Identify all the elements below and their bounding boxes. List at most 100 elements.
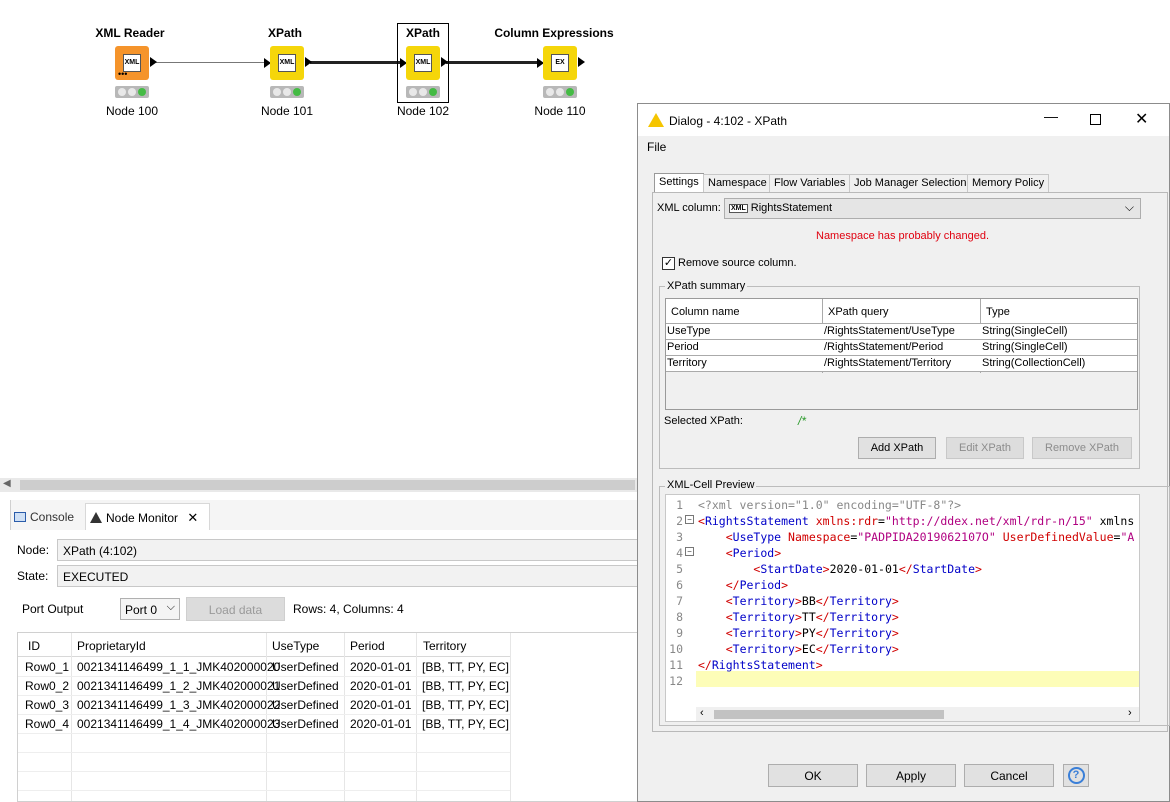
scroll-right-icon[interactable]: › bbox=[1128, 707, 1132, 719]
node-101-in-port[interactable] bbox=[264, 58, 271, 68]
code-line: 6 </Period> bbox=[666, 577, 1139, 593]
fold-icon[interactable]: − bbox=[685, 547, 694, 556]
close-icon[interactable]: ✕ bbox=[1135, 111, 1149, 128]
cell-id: Row0_4 bbox=[25, 717, 70, 731]
code-line: 4 <Period> bbox=[666, 545, 1139, 561]
canvas-scrollbar-thumb[interactable] bbox=[20, 480, 635, 490]
state-field-value: EXECUTED bbox=[63, 570, 129, 584]
node-102-label: Node 102 bbox=[396, 104, 450, 118]
edit-xpath-button[interactable]: Edit XPath bbox=[946, 437, 1024, 459]
preview-scrollbar[interactable]: ‹ › bbox=[696, 707, 1139, 721]
apply-button[interactable]: Apply bbox=[866, 764, 956, 787]
ok-button[interactable]: OK bbox=[768, 764, 858, 787]
code-line: 12 bbox=[666, 673, 1139, 689]
node-100-title: XML Reader bbox=[95, 26, 165, 40]
node-100-out-port[interactable] bbox=[150, 57, 157, 67]
col-header-proprietaryid[interactable]: ProprietaryId bbox=[77, 639, 146, 653]
node-102[interactable]: XML bbox=[406, 46, 440, 80]
connection-100-101 bbox=[156, 62, 266, 63]
remove-xpath-button[interactable]: Remove XPath bbox=[1032, 437, 1132, 459]
tab-namespace[interactable]: Namespace bbox=[703, 174, 772, 192]
col-header-territory[interactable]: Territory bbox=[423, 639, 467, 653]
cell-usetype: UserDefined bbox=[272, 660, 339, 674]
col-divider bbox=[266, 633, 267, 801]
tab-flow-variables[interactable]: Flow Variables bbox=[769, 174, 851, 192]
connection-101-102 bbox=[310, 61, 402, 64]
cell-proprietaryid: 0021341146499_1_3_JMK402000022 bbox=[77, 698, 281, 712]
scroll-left-icon[interactable]: ‹ bbox=[700, 707, 704, 719]
table-row[interactable]: Row0_4 0021341146499_1_4_JMK402000023 Us… bbox=[18, 715, 510, 734]
node-101-title: XPath bbox=[267, 26, 302, 40]
summary-col-header-xpath-query[interactable]: XPath query bbox=[828, 306, 889, 318]
cell-period: 2020-01-01 bbox=[350, 717, 412, 731]
table-row bbox=[18, 772, 510, 791]
node-101-label: Node 101 bbox=[260, 104, 314, 118]
remove-source-checkbox[interactable]: ✓ bbox=[662, 257, 675, 270]
load-data-button[interactable]: Load data bbox=[186, 597, 285, 621]
summary-col-header-column-name[interactable]: Column name bbox=[671, 306, 740, 318]
line-number: 5 bbox=[676, 562, 683, 576]
minimize-icon[interactable]: — bbox=[1044, 108, 1058, 124]
col-divider bbox=[416, 633, 417, 801]
code-line: 7 <Territory>BB</Territory> bbox=[666, 593, 1139, 609]
canvas-scrollbar[interactable]: ◀ bbox=[0, 478, 640, 492]
tab-memory-policy[interactable]: Memory Policy bbox=[967, 174, 1050, 192]
port-select[interactable]: Port 0 ⌵ bbox=[120, 598, 180, 620]
xpath-dialog: Dialog - 4:102 - XPath — ✕ File Settings… bbox=[637, 103, 1170, 802]
node-monitor-icon bbox=[90, 512, 102, 523]
fold-icon[interactable]: − bbox=[685, 515, 694, 524]
node-102-out-port[interactable] bbox=[441, 57, 448, 67]
state-field-label: State: bbox=[17, 569, 49, 583]
code-line: 8 <Territory>TT</Territory> bbox=[666, 609, 1139, 625]
maximize-icon[interactable] bbox=[1090, 114, 1101, 125]
node-100[interactable]: XML ••• bbox=[115, 46, 149, 80]
remove-source-label[interactable]: Remove source column. bbox=[678, 257, 797, 269]
scroll-left-icon[interactable]: ◀ bbox=[3, 478, 11, 489]
summary-col-header-type[interactable]: Type bbox=[986, 306, 1010, 318]
cancel-button[interactable]: Cancel bbox=[964, 764, 1054, 787]
close-icon[interactable]: ✕ bbox=[187, 510, 199, 525]
node-101-out-port[interactable] bbox=[305, 57, 312, 67]
line-number: 9 bbox=[676, 626, 683, 640]
tab-job-manager-selection[interactable]: Job Manager Selection bbox=[849, 174, 972, 192]
node-110-in-port[interactable] bbox=[537, 58, 544, 68]
table-row[interactable]: Row0_1 0021341146499_1_1_JMK402000020 Us… bbox=[18, 658, 510, 677]
menu-file[interactable]: File bbox=[647, 140, 667, 154]
summary-cell-xpath-query: /RightsStatement/Period bbox=[824, 341, 944, 353]
xpath-summary-table[interactable]: Column name XPath query Type UseType /Ri… bbox=[665, 298, 1138, 410]
tab-settings[interactable]: Settings bbox=[654, 173, 704, 193]
col-header-id[interactable]: ID bbox=[28, 639, 40, 653]
line-number: 7 bbox=[676, 594, 683, 608]
summary-cell-column-name: UseType bbox=[667, 325, 711, 337]
data-table[interactable]: ID ProprietaryId UseType Period Territor… bbox=[17, 632, 640, 802]
node-101[interactable]: XML bbox=[270, 46, 304, 80]
cell-proprietaryid: 0021341146499_1_2_JMK402000021 bbox=[77, 679, 281, 693]
cell-id: Row0_1 bbox=[25, 660, 70, 674]
table-row[interactable]: Row0_2 0021341146499_1_2_JMK402000021 Us… bbox=[18, 677, 510, 696]
node-110-out-port[interactable] bbox=[578, 57, 585, 67]
tab-console[interactable]: Console bbox=[10, 505, 85, 529]
col-header-usetype[interactable]: UseType bbox=[272, 639, 320, 653]
summary-header bbox=[666, 299, 1137, 324]
help-button[interactable]: ? bbox=[1063, 764, 1089, 787]
table-row[interactable]: Row0_3 0021341146499_1_3_JMK402000022 Us… bbox=[18, 696, 510, 715]
node-100-dots-icon: ••• bbox=[118, 69, 128, 79]
node-102-in-port[interactable] bbox=[400, 58, 407, 68]
add-xpath-button[interactable]: Add XPath bbox=[858, 437, 936, 459]
summary-row[interactable]: UseType /RightsStatement/UseType String(… bbox=[666, 324, 1137, 340]
line-number: 2 bbox=[676, 514, 683, 528]
node-110[interactable]: EX bbox=[543, 46, 577, 80]
code-text: <UseType Namespace="PADPIDA2019062107O" … bbox=[725, 530, 1135, 544]
xml-preview-editor[interactable]: − − 1<?xml version="1.0" encoding="UTF-8… bbox=[665, 494, 1140, 722]
tab-node-monitor[interactable]: Node Monitor ✕ bbox=[85, 503, 210, 530]
col-header-period[interactable]: Period bbox=[350, 639, 385, 653]
cell-usetype: UserDefined bbox=[272, 698, 339, 712]
preview-scrollbar-thumb[interactable] bbox=[714, 710, 944, 719]
col-divider bbox=[510, 633, 511, 801]
summary-row[interactable]: Territory /RightsStatement/Territory Str… bbox=[666, 356, 1137, 372]
dialog-titlebar[interactable]: Dialog - 4:102 - XPath — ✕ bbox=[638, 104, 1169, 136]
summary-cell-column-name: Territory bbox=[667, 357, 707, 369]
state-field: EXECUTED bbox=[57, 565, 640, 587]
summary-row[interactable]: Period /RightsStatement/Period String(Si… bbox=[666, 340, 1137, 356]
